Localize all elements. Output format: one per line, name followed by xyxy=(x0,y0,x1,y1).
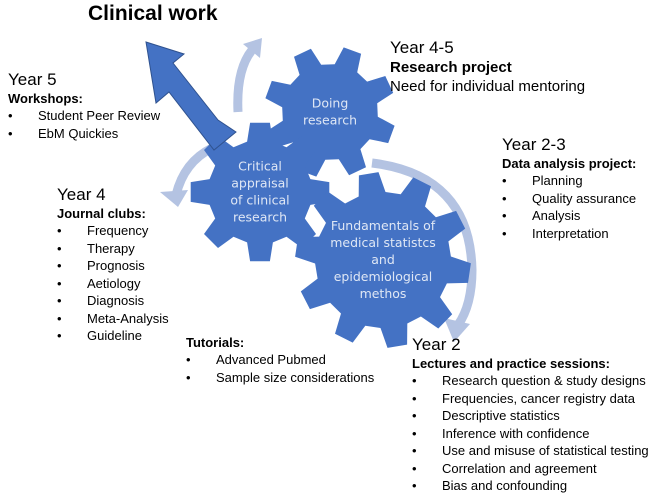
year5-heading: Workshops: xyxy=(8,91,83,106)
gear-label-fundamentals: medical statistcs xyxy=(330,235,436,250)
list-item: Bias and confounding xyxy=(412,477,649,495)
list-item: Advanced Pubmed xyxy=(186,351,374,369)
list-item: Use and misuse of statistical testing xyxy=(412,442,649,460)
gear-label-fundamentals: epidemiological xyxy=(334,269,433,284)
list-item: Student Peer Review xyxy=(8,107,160,125)
list-item: Analysis xyxy=(502,207,636,225)
year23-list: Planning Quality assurance Analysis Inte… xyxy=(502,172,636,242)
gear-label-doing-research: Doing xyxy=(312,96,349,111)
tutorials-heading: Tutorials: xyxy=(186,335,245,350)
gear-label-critical-appraisal: of clinical xyxy=(230,193,289,208)
gear-label-fundamentals: Fundamentals of xyxy=(331,218,436,233)
list-item: EbM Quickies xyxy=(8,125,160,143)
arrow-to-year2-head xyxy=(444,318,470,342)
gear-label-doing-research: research xyxy=(303,113,357,128)
list-item: Frequency xyxy=(57,222,169,240)
arrow-to-clinical-work xyxy=(145,41,237,151)
year2-block: Year 2 Lectures and practice sessions: R… xyxy=(412,335,649,495)
year45-label: Year 4-5 xyxy=(390,38,454,57)
list-item: Quality assurance xyxy=(502,190,636,208)
year4-list: Frequency Therapy Prognosis Aetiology Di… xyxy=(57,222,169,345)
year45-heading: Research project xyxy=(390,59,512,76)
list-item: Guideline xyxy=(57,327,169,345)
gear-critical-appraisal xyxy=(190,122,330,262)
year5-block: Year 5 Workshops: Student Peer Review Eb… xyxy=(8,70,160,142)
list-item: Interpretation xyxy=(502,225,636,243)
year23-label: Year 2-3 xyxy=(502,135,566,154)
gear-label-fundamentals: methos xyxy=(360,286,407,301)
gear-label-critical-appraisal: Critical xyxy=(238,159,282,174)
list-item: Descriptive statistics xyxy=(412,407,649,425)
gear-fundamentals xyxy=(295,172,471,348)
list-item: Meta-Analysis xyxy=(57,310,169,328)
year45-block: Year 4-5 Research project Need for indiv… xyxy=(390,38,585,96)
year45-subtitle: Need for individual mentoring xyxy=(390,78,586,95)
arrow-to-year2 xyxy=(371,158,477,328)
tutorials-block: Tutorials: Advanced Pubmed Sample size c… xyxy=(186,334,374,386)
list-item: Research question & study designs xyxy=(412,372,649,390)
year23-block: Year 2-3 Data analysis project: Planning… xyxy=(502,135,636,242)
list-item: Sample size considerations xyxy=(186,369,374,387)
arrow-to-year4-head xyxy=(160,190,188,207)
list-item: Prognosis xyxy=(57,257,169,275)
year2-list: Research question & study designs Freque… xyxy=(412,372,649,495)
arrow-to-doing-research xyxy=(233,47,256,113)
list-item: Frequencies, cancer registry data xyxy=(412,390,649,408)
year4-heading: Journal clubs: xyxy=(57,206,146,221)
gear-label-critical-appraisal: research xyxy=(233,210,287,225)
year2-label: Year 2 xyxy=(412,335,461,354)
list-item: Planning xyxy=(502,172,636,190)
tutorials-list: Advanced Pubmed Sample size consideratio… xyxy=(186,351,374,386)
list-item: Diagnosis xyxy=(57,292,169,310)
year4-label: Year 4 xyxy=(57,185,106,204)
year23-heading: Data analysis project: xyxy=(502,156,637,171)
list-item: Therapy xyxy=(57,240,169,258)
year5-list: Student Peer Review EbM Quickies xyxy=(8,107,160,142)
list-item: Correlation and agreement xyxy=(412,460,649,478)
year2-heading: Lectures and practice sessions: xyxy=(412,356,610,371)
gear-label-critical-appraisal: appraisal xyxy=(231,176,288,191)
year4-block: Year 4 Journal clubs: Frequency Therapy … xyxy=(57,185,169,345)
year5-label: Year 5 xyxy=(8,70,57,89)
arrow-to-doing-research-head xyxy=(243,38,262,58)
clinical-work-title: Clinical work xyxy=(88,2,218,25)
gear-label-fundamentals: and xyxy=(371,252,395,267)
list-item: Inference with confidence xyxy=(412,425,649,443)
list-item: Aetiology xyxy=(57,275,169,293)
